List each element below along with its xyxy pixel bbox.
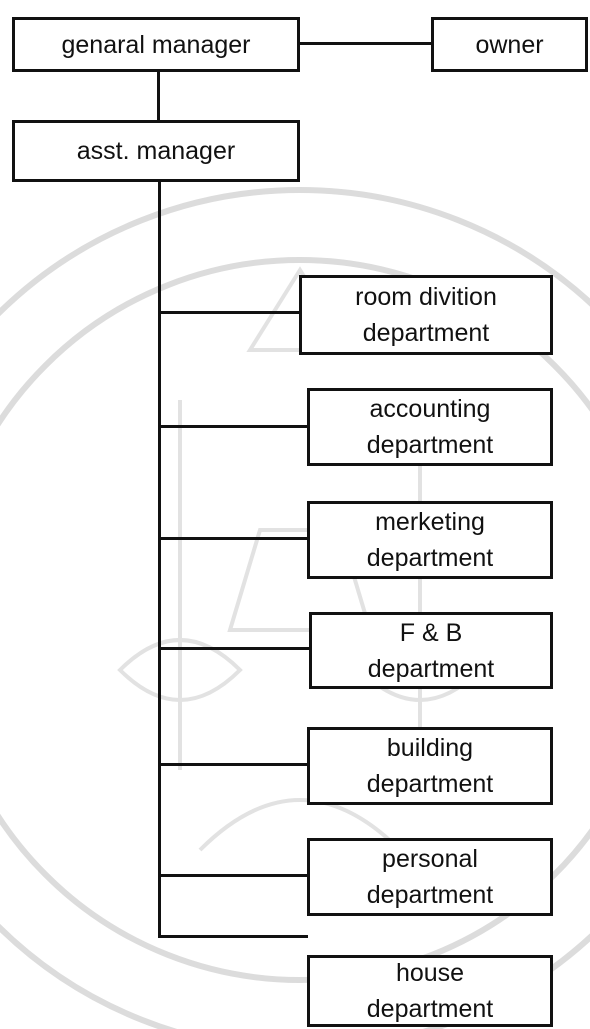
- connector-trunk: [158, 182, 161, 938]
- department-name: merketing: [375, 508, 485, 536]
- department-name: F & B: [399, 618, 463, 647]
- department-box-room-division: room divition department: [299, 275, 553, 355]
- department-box-marketing: merketing department: [307, 501, 553, 579]
- department-box-building: building department: [307, 727, 553, 805]
- department-suffix: department: [366, 431, 494, 459]
- branch-personal: [158, 874, 308, 877]
- department-suffix: department: [366, 995, 494, 1023]
- owner-box: owner: [431, 17, 588, 72]
- department-suffix: department: [366, 770, 494, 798]
- connector-gm-asst: [157, 72, 160, 122]
- asst-manager-box: asst. manager: [12, 120, 300, 182]
- branch-accounting: [158, 425, 308, 428]
- asst-manager-label: asst. manager: [76, 137, 236, 165]
- department-box-house: house department: [307, 955, 553, 1027]
- branch-house: [158, 935, 308, 938]
- branch-fb: [158, 647, 310, 650]
- department-suffix: department: [367, 654, 495, 683]
- department-suffix: department: [366, 881, 494, 909]
- department-name: building: [386, 734, 474, 762]
- department-suffix: department: [362, 319, 490, 347]
- branch-room-division: [158, 311, 300, 314]
- general-manager-label: genaral manager: [61, 30, 251, 59]
- department-name: personal: [382, 845, 478, 873]
- general-manager-box: genaral manager: [12, 17, 300, 72]
- department-box-personal: personal department: [307, 838, 553, 916]
- branch-marketing: [158, 537, 308, 540]
- owner-label: owner: [475, 30, 544, 59]
- branch-building: [158, 763, 308, 766]
- department-name: house: [395, 959, 465, 987]
- department-name: accounting: [369, 395, 491, 423]
- department-suffix: department: [366, 544, 494, 572]
- department-name: room divition: [355, 283, 497, 311]
- connector-gm-owner: [299, 42, 433, 45]
- department-box-accounting: accounting department: [307, 388, 553, 466]
- department-box-fb: F & B department: [309, 612, 553, 689]
